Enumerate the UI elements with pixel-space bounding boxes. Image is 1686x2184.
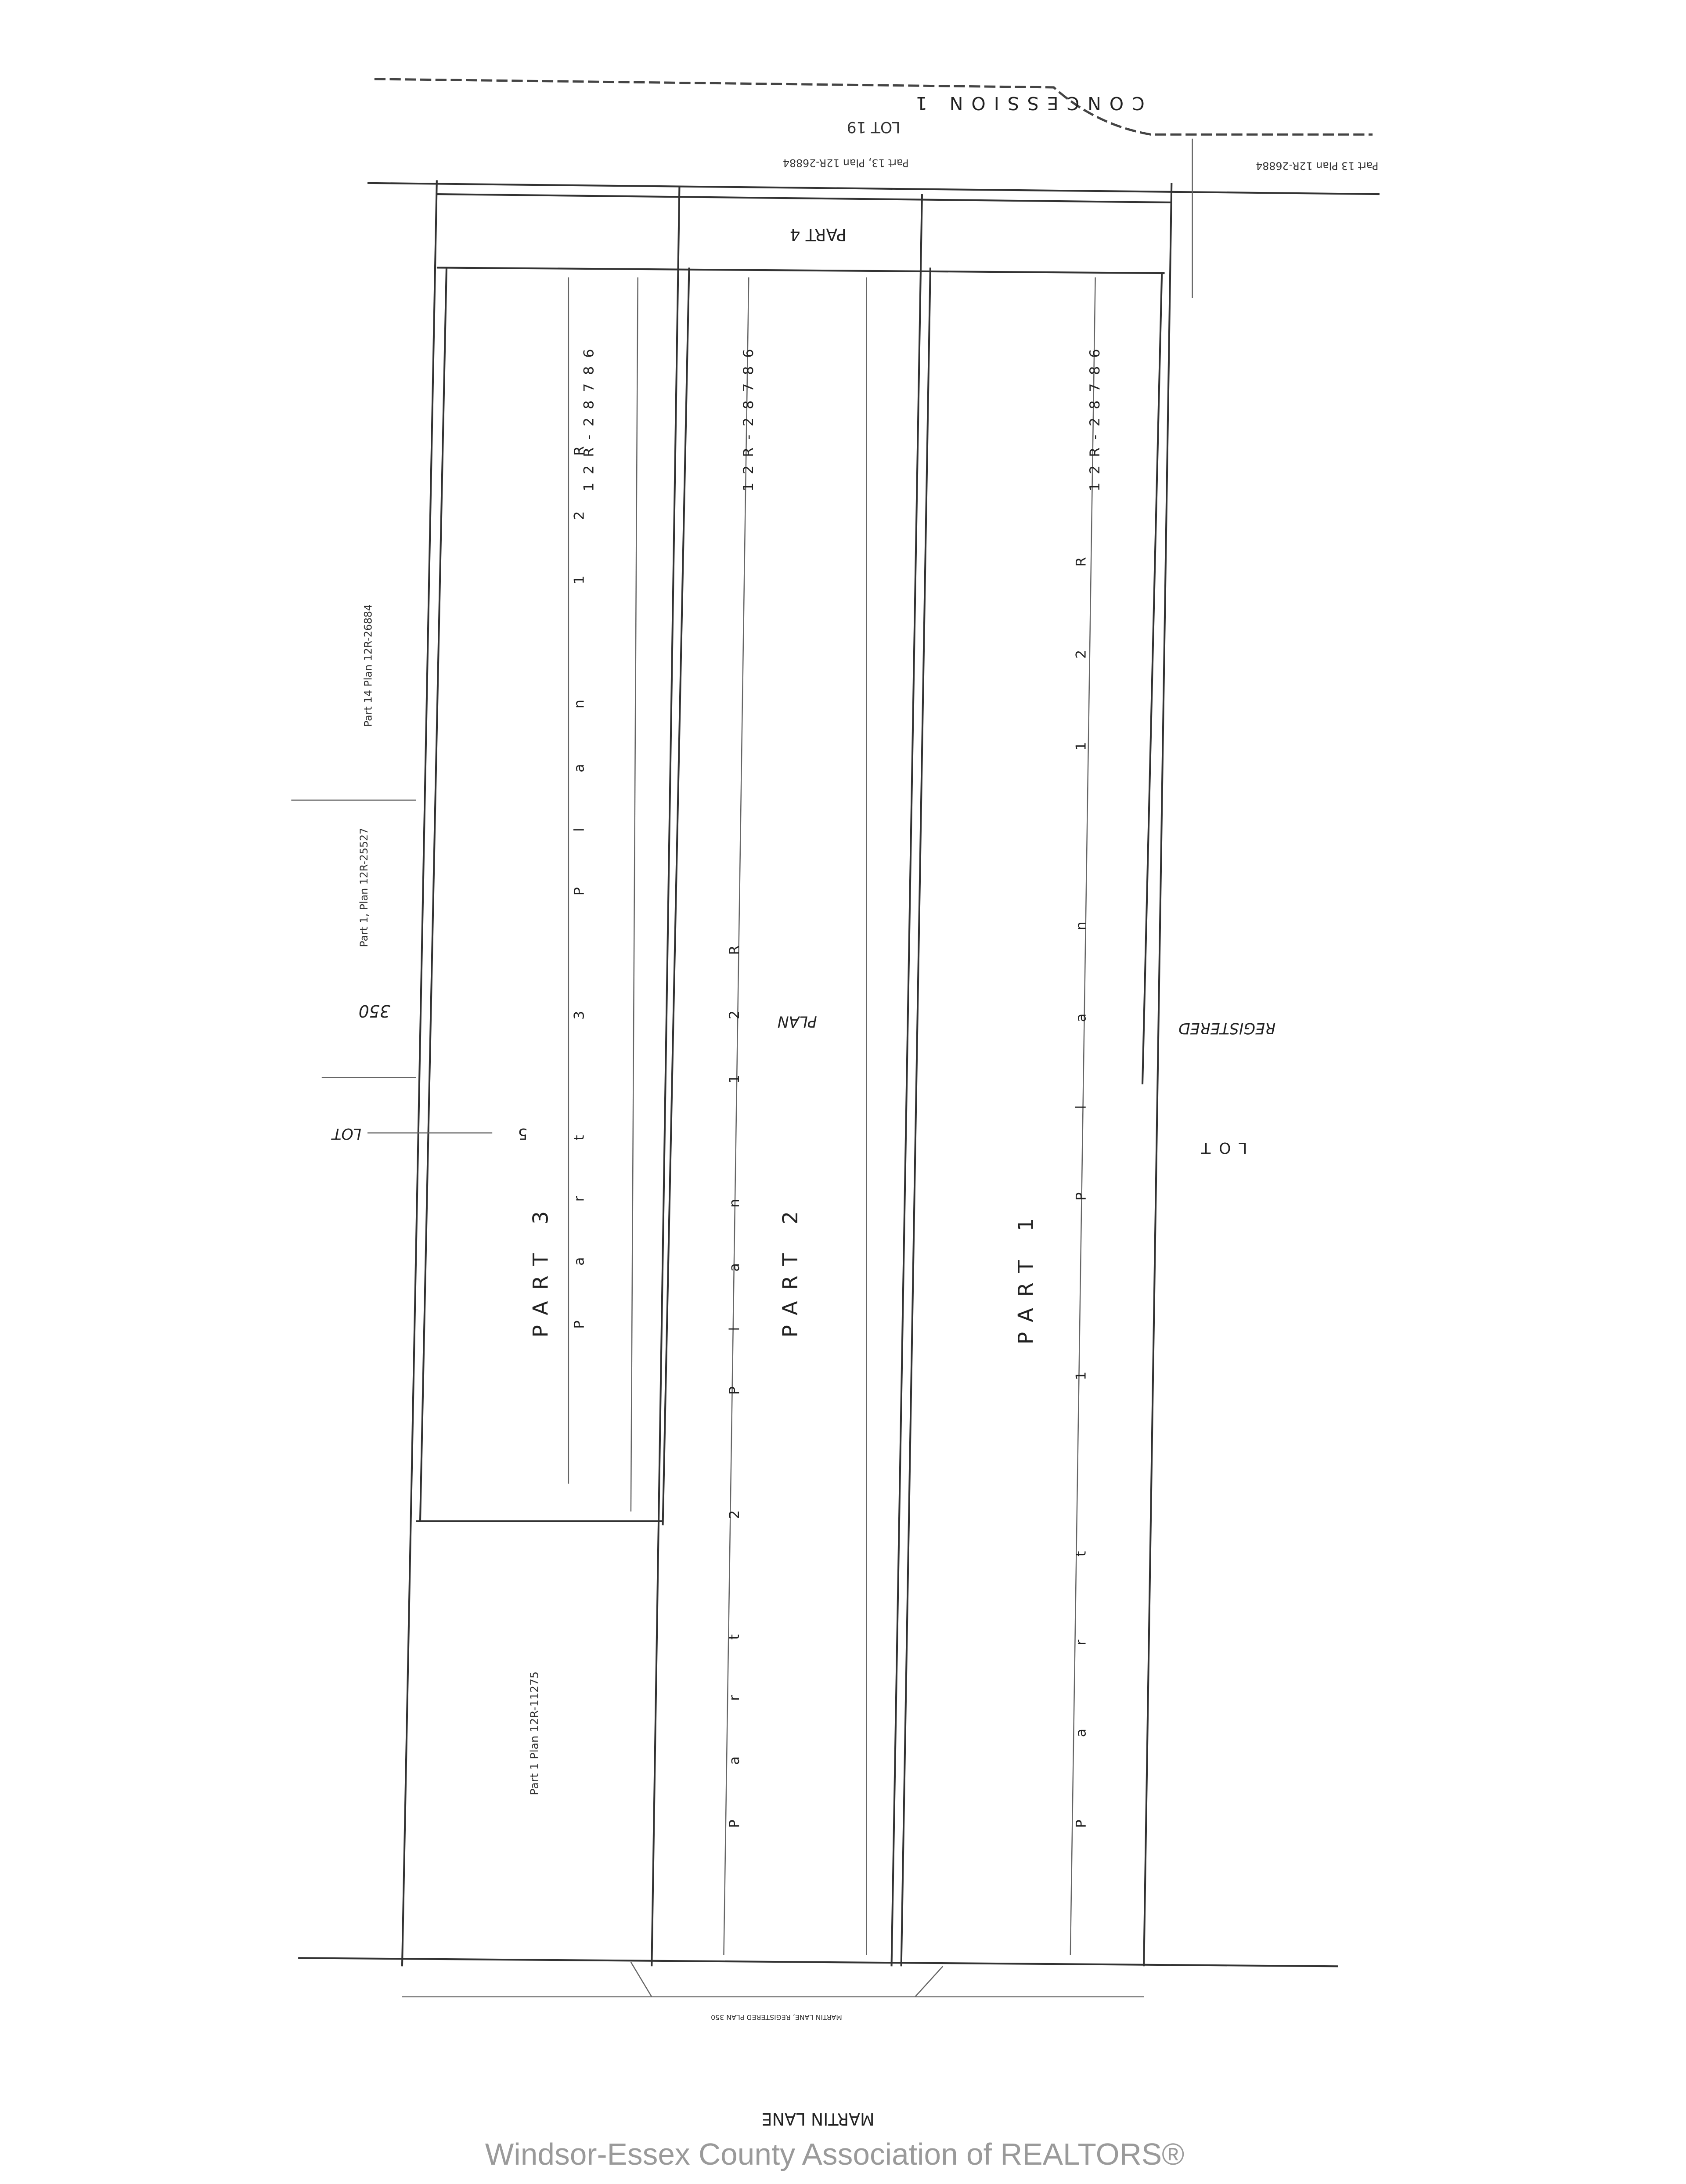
part14-label: Part 14 Plan 12R-26884 bbox=[362, 604, 374, 727]
east-inner-line bbox=[1141, 273, 1163, 1085]
east-boundary bbox=[1143, 183, 1173, 1967]
watermark: Windsor-Essex County Association of REAL… bbox=[485, 2137, 1185, 2171]
concession-line bbox=[374, 78, 1373, 136]
part3-plan-label: Part 3 Plan 12R bbox=[572, 391, 587, 1329]
part4-south-line bbox=[436, 267, 1165, 274]
lot-19-label: LOT 19 bbox=[847, 118, 901, 136]
part13-right-label: Part 13 Plan 12R-26884 bbox=[1256, 159, 1378, 172]
part2-label: PART 2 bbox=[778, 1200, 803, 1338]
part1-label: PART 1 bbox=[1014, 1207, 1038, 1344]
plan-350-label: 350 bbox=[359, 1001, 390, 1021]
south-boundary bbox=[298, 1957, 1338, 1967]
plan-number-label-3: 12R-28786 bbox=[1087, 341, 1103, 491]
lot-left-label: LOT bbox=[331, 1125, 361, 1142]
part2-part1-line-inner bbox=[900, 267, 931, 1967]
plan-number-label-2: 12R-28786 bbox=[741, 341, 757, 491]
part3-part2-line bbox=[651, 187, 681, 1967]
part2-plan-label: Part 2 Plan 12R bbox=[727, 890, 742, 1828]
lot-5-label: 5 bbox=[518, 1125, 528, 1142]
lot-right-label: LOT bbox=[1193, 1139, 1247, 1156]
part2-part1-line bbox=[890, 194, 923, 1967]
registered-label: REGISTERED bbox=[1178, 1019, 1275, 1037]
part1-plan-label: Part 1 Plan 12R bbox=[1074, 474, 1089, 1828]
martin-lane-registered-label: MARTIN LANE, REGISTERED PLAN 350 bbox=[711, 2013, 842, 2022]
north-boundary bbox=[367, 182, 1380, 195]
concession-label: CONCESSION 1 bbox=[908, 93, 1145, 114]
part1-11275-label: Part 1 Plan 12R-11275 bbox=[528, 1671, 540, 1795]
martin-lane-label: MARTIN LANE bbox=[762, 2109, 875, 2129]
part4-label: PART 4 bbox=[790, 225, 847, 244]
part3-west-line bbox=[419, 267, 448, 1521]
plan-label: PLAN bbox=[778, 1012, 817, 1030]
part13-label: Part 13, Plan 12R-26884 bbox=[783, 157, 909, 169]
plan-number-label-1: 12R-28786 bbox=[581, 341, 597, 491]
part3-label: PART 3 bbox=[529, 1200, 553, 1338]
road-widening-line bbox=[436, 193, 1172, 204]
lane-corner-lines bbox=[630, 1962, 944, 1997]
part1-25527-label: Part 1, Plan 12R-25527 bbox=[358, 828, 370, 947]
west-boundary bbox=[401, 180, 438, 1967]
part3-part2-line-inner bbox=[662, 267, 690, 1526]
